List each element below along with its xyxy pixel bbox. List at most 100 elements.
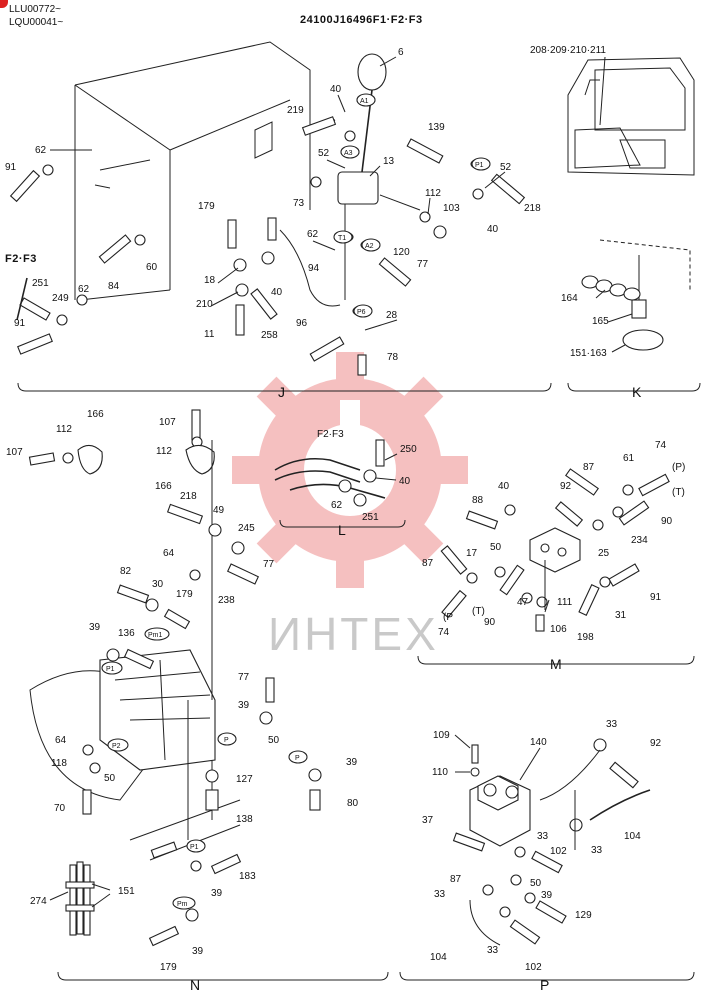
callout-n-39d: 39 (211, 888, 223, 899)
callout-p-33e: 33 (487, 945, 499, 956)
callout-j-77: 77 (417, 259, 429, 270)
callout-j-62a: 62 (35, 145, 47, 156)
callout-j-11: 11 (204, 329, 215, 340)
callouts-p: 33 109 140 92 110 37 104 33 33 102 87 50… (422, 719, 662, 973)
callouts-clamp: 166 112 107 107 112 166 (6, 409, 176, 492)
variant-label-j: F2·F3 (5, 253, 37, 265)
section-m-drawing (440, 468, 670, 632)
callout-clamp-166a: 166 (87, 409, 104, 420)
callout-p-102b: 102 (525, 962, 542, 973)
callout-m-111: 111 (557, 597, 573, 608)
callouts-m: 74 87 61 92 88 40 25 234 90 17 50 87 47 … (422, 440, 673, 643)
callout-j-219: 219 (287, 105, 304, 116)
callout-m-234: 234 (631, 535, 648, 546)
callout-p-33b: 33 (537, 831, 549, 842)
callout-k-151-163: 151·163 (570, 348, 607, 359)
callout-j-249: 249 (52, 293, 69, 304)
callout-n-218: 218 (180, 491, 197, 502)
callout-j-60: 60 (146, 262, 158, 273)
port-m-p-label: (P) (672, 462, 685, 473)
section-label-j: J (278, 384, 285, 400)
callout-k-165: 165 (592, 316, 609, 327)
callout-j-62b: 62 (307, 229, 319, 240)
callout-n-80: 80 (347, 798, 359, 809)
callout-m-74b: 74 (438, 627, 450, 638)
callout-n-77b: 77 (238, 672, 250, 683)
callout-j-218: 218 (524, 203, 541, 214)
callout-j-251: 251 (32, 278, 49, 289)
callout-n-151: 151 (118, 886, 135, 897)
callouts-j: 6 40 219 139 52 13 52 91 62 73 112 103 2… (5, 45, 606, 363)
callout-l-40: 40 (399, 476, 411, 487)
port-p-b-label: P (295, 755, 300, 762)
callout-n-179a: 179 (176, 589, 193, 600)
callout-p-33d: 33 (434, 889, 446, 900)
callout-k-164: 164 (561, 293, 578, 304)
callout-j-139: 139 (428, 122, 445, 133)
callout-j-103: 103 (443, 203, 460, 214)
port-m-t-label: (T) (672, 487, 685, 498)
section-k-drawing (567, 57, 695, 351)
callout-n-39b: 39 (238, 700, 250, 711)
section-label-m: M (550, 656, 562, 672)
callout-p-50: 50 (530, 878, 542, 889)
serial-line-1: LLU00772~ (9, 4, 61, 15)
callout-n-70: 70 (54, 803, 66, 814)
callout-p-104b: 104 (430, 952, 447, 963)
callout-m-87a: 87 (583, 462, 595, 473)
callouts-k: 164 165 151·163 (561, 293, 609, 359)
callout-p-110: 110 (432, 767, 448, 778)
watermark-text: ИНТЕХ (268, 608, 439, 660)
callout-m-90a: 90 (661, 516, 673, 527)
callout-n-245: 245 (238, 523, 255, 534)
section-n-drawing (29, 440, 322, 947)
callout-p-102a: 102 (550, 846, 567, 857)
callout-n-136: 136 (118, 628, 135, 639)
port-a1-label: A1 (360, 98, 369, 105)
port-a2-label: A2 (365, 243, 374, 250)
callout-n-179b: 179 (160, 962, 177, 973)
callout-j-40b: 40 (487, 224, 499, 235)
port-p-label: P (224, 737, 229, 744)
callout-j-96: 96 (296, 318, 308, 329)
callout-n-238: 238 (218, 595, 235, 606)
drawing-code: 24100J16496F1·F2·F3 (300, 14, 423, 26)
callout-j-40: 40 (330, 84, 342, 95)
callout-m-17: 17 (466, 548, 478, 559)
port-p1n-label: P1 (106, 666, 115, 673)
callout-n-50b: 50 (104, 773, 116, 784)
callout-n-274: 274 (30, 896, 47, 907)
port-p1b-label: P1 (190, 844, 199, 851)
callout-n-30: 30 (152, 579, 164, 590)
callout-clamp-166b: 166 (155, 481, 172, 492)
callout-j-120: 120 (393, 247, 410, 258)
callout-j-78: 78 (387, 352, 399, 363)
callout-p-104a: 104 (624, 831, 641, 842)
callout-j-52b: 52 (500, 162, 512, 173)
callout-j-28: 28 (386, 310, 398, 321)
callout-p-140: 140 (530, 737, 547, 748)
port-labels: A1 A3 T1 A2 P1 P6 Pm1 P1 P2 P P P1 Pm (P… (106, 98, 685, 908)
callout-p-33c: 33 (591, 845, 603, 856)
callout-n-138: 138 (236, 814, 253, 825)
callout-n-49: 49 (213, 505, 225, 516)
callout-p-92: 92 (650, 738, 662, 749)
callout-j-73: 73 (293, 198, 305, 209)
callout-j-210: 210 (196, 299, 213, 310)
callout-j-258: 258 (261, 330, 278, 341)
callout-p-39: 39 (541, 890, 553, 901)
callout-j-13: 13 (383, 156, 395, 167)
callout-m-61: 61 (623, 453, 635, 464)
port-p2-label: P2 (112, 743, 121, 750)
callout-k-208-211: 208·209·210·211 (530, 45, 606, 56)
callout-j-91a: 91 (5, 162, 17, 173)
callout-m-106: 106 (550, 624, 567, 635)
callout-p-129: 129 (575, 910, 592, 921)
callout-m-90b: 90 (484, 617, 496, 628)
port-badges (101, 93, 491, 910)
callout-m-31: 31 (615, 610, 627, 621)
callout-j-40c: 40 (271, 287, 283, 298)
callout-m-74a: 74 (655, 440, 667, 451)
callout-j-112: 112 (425, 188, 441, 199)
section-l-drawing (274, 439, 386, 507)
